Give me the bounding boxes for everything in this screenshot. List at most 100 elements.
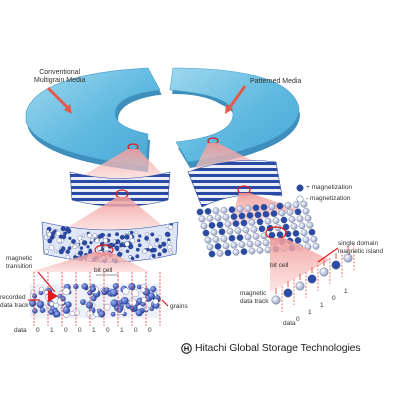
magnetic-island <box>280 216 288 224</box>
grain <box>124 241 130 247</box>
magnetic-island <box>272 217 280 225</box>
grain <box>137 243 142 248</box>
grain <box>58 249 64 255</box>
grain <box>129 238 135 244</box>
grain <box>71 239 76 244</box>
grain <box>151 253 156 258</box>
bit-value: 0 <box>64 327 68 334</box>
label-single-domain-island: single domain magnetic island <box>338 240 384 255</box>
magnetic-island <box>260 203 268 211</box>
magnetic-island <box>236 234 244 242</box>
magnetic-island <box>242 226 250 234</box>
magnetic-island <box>204 207 212 215</box>
magnetic-island <box>210 228 218 236</box>
magnetic-island <box>306 221 314 229</box>
grain <box>149 306 155 312</box>
grain <box>44 249 49 254</box>
magnetic-island <box>343 253 353 263</box>
magnetic-island <box>232 220 240 228</box>
grain <box>142 249 148 254</box>
grain <box>68 236 72 240</box>
grain <box>62 306 71 314</box>
magnetic-island <box>331 260 341 270</box>
magnetic-island <box>214 214 222 222</box>
grain <box>62 287 70 296</box>
bit-value: 1 <box>120 327 124 334</box>
leader-grains <box>161 299 169 307</box>
grain <box>137 239 141 243</box>
magnetic-island <box>240 219 248 227</box>
magnetic-island <box>268 203 276 211</box>
grain <box>103 246 109 251</box>
magnetic-island <box>232 248 240 256</box>
label-grains: grains <box>170 303 188 310</box>
grain <box>136 284 142 290</box>
magnetic-island <box>206 214 214 222</box>
grain <box>115 232 119 237</box>
grain <box>61 234 67 240</box>
magnetic-island <box>218 228 226 236</box>
grain <box>78 250 84 256</box>
grain <box>167 240 172 245</box>
grain <box>154 237 160 243</box>
footer: Hitachi Global Storage Technologies <box>180 341 361 355</box>
magnetic-island <box>283 288 293 298</box>
grain <box>101 247 105 251</box>
magnetic-island <box>226 227 234 235</box>
track-band-right <box>187 160 283 208</box>
grain <box>80 299 86 305</box>
magnetic-island <box>307 274 317 284</box>
grain-detail <box>29 272 161 326</box>
magnetic-island <box>246 240 254 248</box>
magnetic-island <box>230 213 238 221</box>
grain <box>115 239 121 245</box>
grain <box>129 230 134 235</box>
magnetic-island <box>220 235 228 243</box>
arrow-conventional <box>46 86 72 112</box>
grain <box>134 230 138 235</box>
magnetic-island <box>222 213 230 221</box>
minus-magnetization-icon <box>296 195 304 203</box>
grain <box>140 287 146 293</box>
grain <box>54 310 61 318</box>
grain <box>150 286 157 293</box>
magnetic-island <box>262 239 270 247</box>
grain <box>128 298 137 307</box>
magnetic-island <box>214 242 222 250</box>
magnetic-island <box>246 211 254 219</box>
zoom-cone-left-3 <box>30 252 150 272</box>
grain <box>110 311 116 317</box>
grain <box>98 310 106 318</box>
magnetic-island <box>228 206 236 214</box>
magnetic-island <box>312 242 320 250</box>
grain <box>144 235 149 241</box>
grain <box>119 244 123 248</box>
grain <box>150 232 155 237</box>
grain <box>39 307 46 313</box>
grain <box>49 301 54 307</box>
island-detail <box>271 244 355 312</box>
bit-value: 1 <box>50 327 54 334</box>
grain <box>81 240 88 246</box>
magnetic-island <box>282 223 290 231</box>
grain <box>81 233 86 238</box>
magnetic-island <box>298 222 306 230</box>
magnetic-island <box>208 250 216 258</box>
magnetic-island <box>300 200 308 208</box>
magnetic-island <box>302 207 310 215</box>
magnetic-island <box>288 215 296 223</box>
magnetic-island <box>198 215 206 223</box>
magnetic-island <box>248 247 256 255</box>
magnetic-island <box>271 295 281 305</box>
grain <box>87 233 92 238</box>
magnetic-island <box>304 214 312 222</box>
magnetic-island <box>240 248 248 256</box>
bit-value: 1 <box>320 302 324 309</box>
magnetic-island <box>244 233 252 241</box>
magnetic-island <box>196 208 204 216</box>
grain <box>29 299 37 307</box>
grain <box>60 226 66 232</box>
magnetic-island <box>212 235 220 243</box>
magnetic-island <box>286 208 294 216</box>
grain <box>145 232 149 236</box>
